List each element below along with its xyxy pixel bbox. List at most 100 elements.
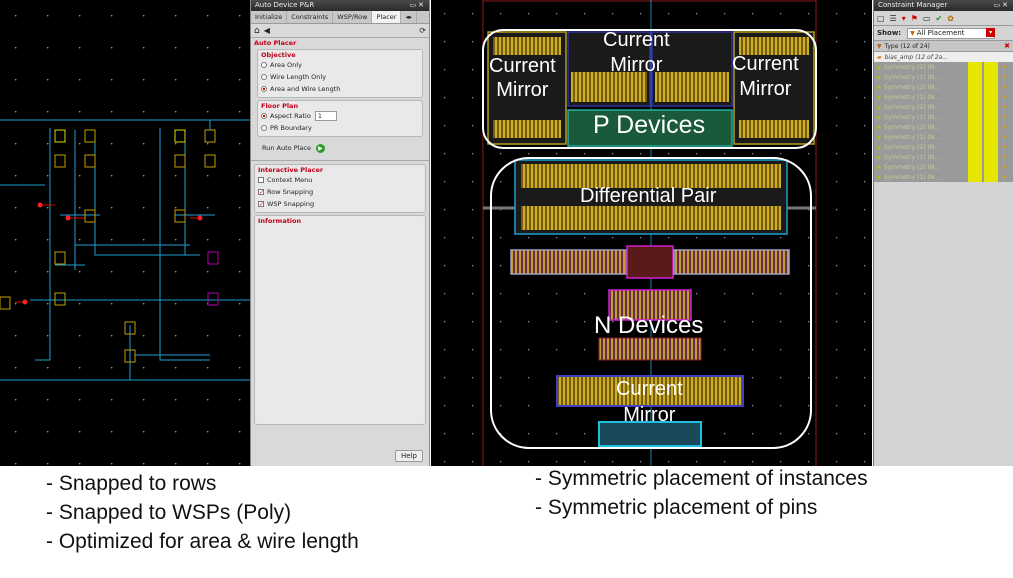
- filter-icon[interactable]: ▼: [877, 42, 882, 50]
- window-controls[interactable]: ▭✕: [993, 1, 1010, 9]
- status-star-icon: ★: [1001, 163, 1007, 171]
- status-star-icon: ★: [1001, 153, 1007, 161]
- cm-group-row[interactable]: ▰ bias_amp (12 of 2a...: [874, 52, 1013, 62]
- tab-scroll-arrows[interactable]: ◂▸: [401, 11, 417, 23]
- option-label: Area Only: [270, 61, 302, 69]
- constraint-row[interactable]: ▸Symmetry (1) (N... ★: [874, 172, 1013, 182]
- checkbox-checked-icon[interactable]: ✓: [258, 189, 265, 196]
- status-star-icon: ★: [1001, 173, 1007, 181]
- tab-constraints[interactable]: Constraints: [287, 11, 334, 23]
- objective-wire-length-only[interactable]: Wire Length Only: [261, 71, 419, 83]
- check-icon[interactable]: ✔: [935, 13, 943, 23]
- option-label: PR Boundary: [270, 124, 312, 132]
- constraint-row-label: Symmetry (1) (N...: [884, 173, 940, 181]
- label-p-devices: P Devices: [593, 111, 706, 139]
- expand-icon[interactable]: ▸: [878, 143, 882, 151]
- radio-icon[interactable]: [261, 74, 267, 80]
- expand-icon[interactable]: ▸: [878, 93, 882, 101]
- expand-icon[interactable]: ▸: [878, 63, 882, 71]
- refresh-icon[interactable]: ⟳: [419, 26, 426, 35]
- folder-icon: ▰: [877, 53, 882, 61]
- expand-icon[interactable]: ▸: [878, 83, 882, 91]
- tab-initialize[interactable]: Initialize: [251, 11, 288, 23]
- new-constraint-icon[interactable]: ▢: [877, 13, 885, 23]
- objective-area-and-wire-length[interactable]: Area and Wire Length: [261, 83, 419, 95]
- aspect-ratio-option[interactable]: Aspect Ratio 1: [261, 110, 419, 122]
- caption-left-2: - Snapped to WSPs (Poly): [46, 501, 292, 524]
- run-auto-place-label: Run Auto Place: [262, 144, 311, 152]
- option-label: WSP Snapping: [267, 200, 315, 208]
- expand-icon[interactable]: ▸: [878, 163, 882, 171]
- dropdown-arrow-icon[interactable]: ▾: [986, 27, 996, 37]
- home-icon[interactable]: ⌂: [254, 25, 260, 36]
- radio-selected-icon[interactable]: [261, 86, 267, 92]
- auto-device-pr-panel: Auto Device P&R ▭✕ Initialize Constraint…: [250, 0, 430, 466]
- flag-icon[interactable]: ⚑: [910, 13, 918, 23]
- checkbox-icon[interactable]: [258, 177, 264, 183]
- schematic-canvas[interactable]: [0, 0, 250, 466]
- constraint-row[interactable]: ▸Symmetry (2) (N...★: [874, 142, 1013, 152]
- expand-icon[interactable]: ▸: [878, 153, 882, 161]
- status-star-icon: ★: [1001, 113, 1007, 121]
- help-button[interactable]: Help: [395, 450, 423, 462]
- expand-icon[interactable]: ▸: [878, 123, 882, 131]
- delete-icon[interactable]: ✖: [1004, 42, 1010, 50]
- layout-canvas[interactable]: Current Mirror Current Mirror Current Mi…: [431, 0, 872, 466]
- chevron-down-icon[interactable]: ▾: [901, 13, 906, 23]
- constraint-row[interactable]: ▸Symmetry (1) (N...★: [874, 92, 1013, 102]
- objective-area-only[interactable]: Area Only: [261, 59, 419, 71]
- constraint-row[interactable]: ▸Symmetry (2) (N...★: [874, 122, 1013, 132]
- constraint-row[interactable]: ▸Symmetry (2) (N...★: [874, 62, 1013, 72]
- radio-selected-icon[interactable]: [261, 113, 267, 119]
- expand-icon[interactable]: ▸: [878, 173, 882, 181]
- option-label: Context Menu: [267, 176, 313, 184]
- expand-icon[interactable]: ▸: [878, 73, 882, 81]
- type-column-header[interactable]: Type (12 of 24): [884, 42, 930, 50]
- floor-plan-group: Floor Plan Aspect Ratio 1 PR Boundary: [257, 100, 423, 137]
- label-line: Mirror: [623, 404, 676, 426]
- tab-placer[interactable]: Placer: [372, 11, 402, 23]
- cm-title: Constraint Manager: [878, 1, 948, 9]
- constraint-row[interactable]: ▸Symmetry (1) (N...★: [874, 72, 1013, 82]
- expand-icon[interactable]: ▸: [878, 133, 882, 141]
- status-star-icon: ★: [1001, 93, 1007, 101]
- constraint-row[interactable]: ▸Symmetry (2) (N...★: [874, 162, 1013, 172]
- panel-toolbar: ⌂ ◀ ⟳: [251, 24, 429, 38]
- label-line: Current: [603, 29, 670, 51]
- constraint-manager-panel: Constraint Manager ▭✕ ▢ ☰ ▾ ⚑ ▭ ✔ ✿ Show…: [873, 0, 1013, 466]
- wsp-snapping-option[interactable]: ✓WSP Snapping: [258, 198, 422, 210]
- context-menu-option[interactable]: Context Menu: [258, 174, 422, 186]
- filter-icon: ▼: [910, 29, 915, 37]
- constraint-row[interactable]: ▸Symmetry (1) (N...★: [874, 112, 1013, 122]
- radio-icon[interactable]: [261, 62, 267, 68]
- constraint-row[interactable]: ▸Symmetry (2) (N...★: [874, 102, 1013, 112]
- checkbox-checked-icon[interactable]: ✓: [258, 201, 265, 208]
- floor-plan-title: Floor Plan: [261, 102, 299, 110]
- radio-icon[interactable]: [261, 125, 267, 131]
- pr-boundary-option[interactable]: PR Boundary: [261, 122, 419, 134]
- constraint-row[interactable]: ▸Symmetry (1) (N...★: [874, 132, 1013, 142]
- window-controls[interactable]: ▭✕: [409, 1, 426, 9]
- schematic-drawing: [0, 0, 250, 466]
- row-snapping-option[interactable]: ✓Row Snapping: [258, 186, 422, 198]
- constraint-row[interactable]: ▸Symmetry (1) (N...★: [874, 152, 1013, 162]
- back-icon[interactable]: ◀: [263, 26, 270, 35]
- tools-icon[interactable]: ✿: [947, 13, 954, 23]
- window-icon[interactable]: ▭: [922, 13, 931, 23]
- tab-wsp-row[interactable]: WSP/Row: [333, 11, 373, 23]
- option-label: Area and Wire Length: [270, 85, 341, 93]
- label-line: Mirror: [610, 54, 663, 76]
- run-play-icon[interactable]: ▶: [315, 143, 325, 153]
- aspect-ratio-input[interactable]: 1: [314, 111, 337, 121]
- constraint-row[interactable]: ▸Symmetry (2) (N...★: [874, 82, 1013, 92]
- constraint-row-label: Symmetry (2) (N...: [884, 83, 940, 91]
- constraint-row-label: Symmetry (2) (N...: [884, 103, 940, 111]
- expand-icon[interactable]: ▸: [878, 103, 882, 111]
- list-icon[interactable]: ☰: [889, 13, 897, 23]
- label-current-mirror-left: Current Mirror: [489, 54, 556, 102]
- expand-icon[interactable]: ▸: [878, 113, 882, 121]
- constraint-row-label: Symmetry (1) (N...: [884, 133, 940, 141]
- status-star-icon: ★: [1001, 143, 1007, 151]
- show-select[interactable]: ▼ All Placement ▾: [907, 27, 996, 39]
- interactive-placer-section: Interactive Placer Context Menu ✓Row Sna…: [254, 164, 426, 213]
